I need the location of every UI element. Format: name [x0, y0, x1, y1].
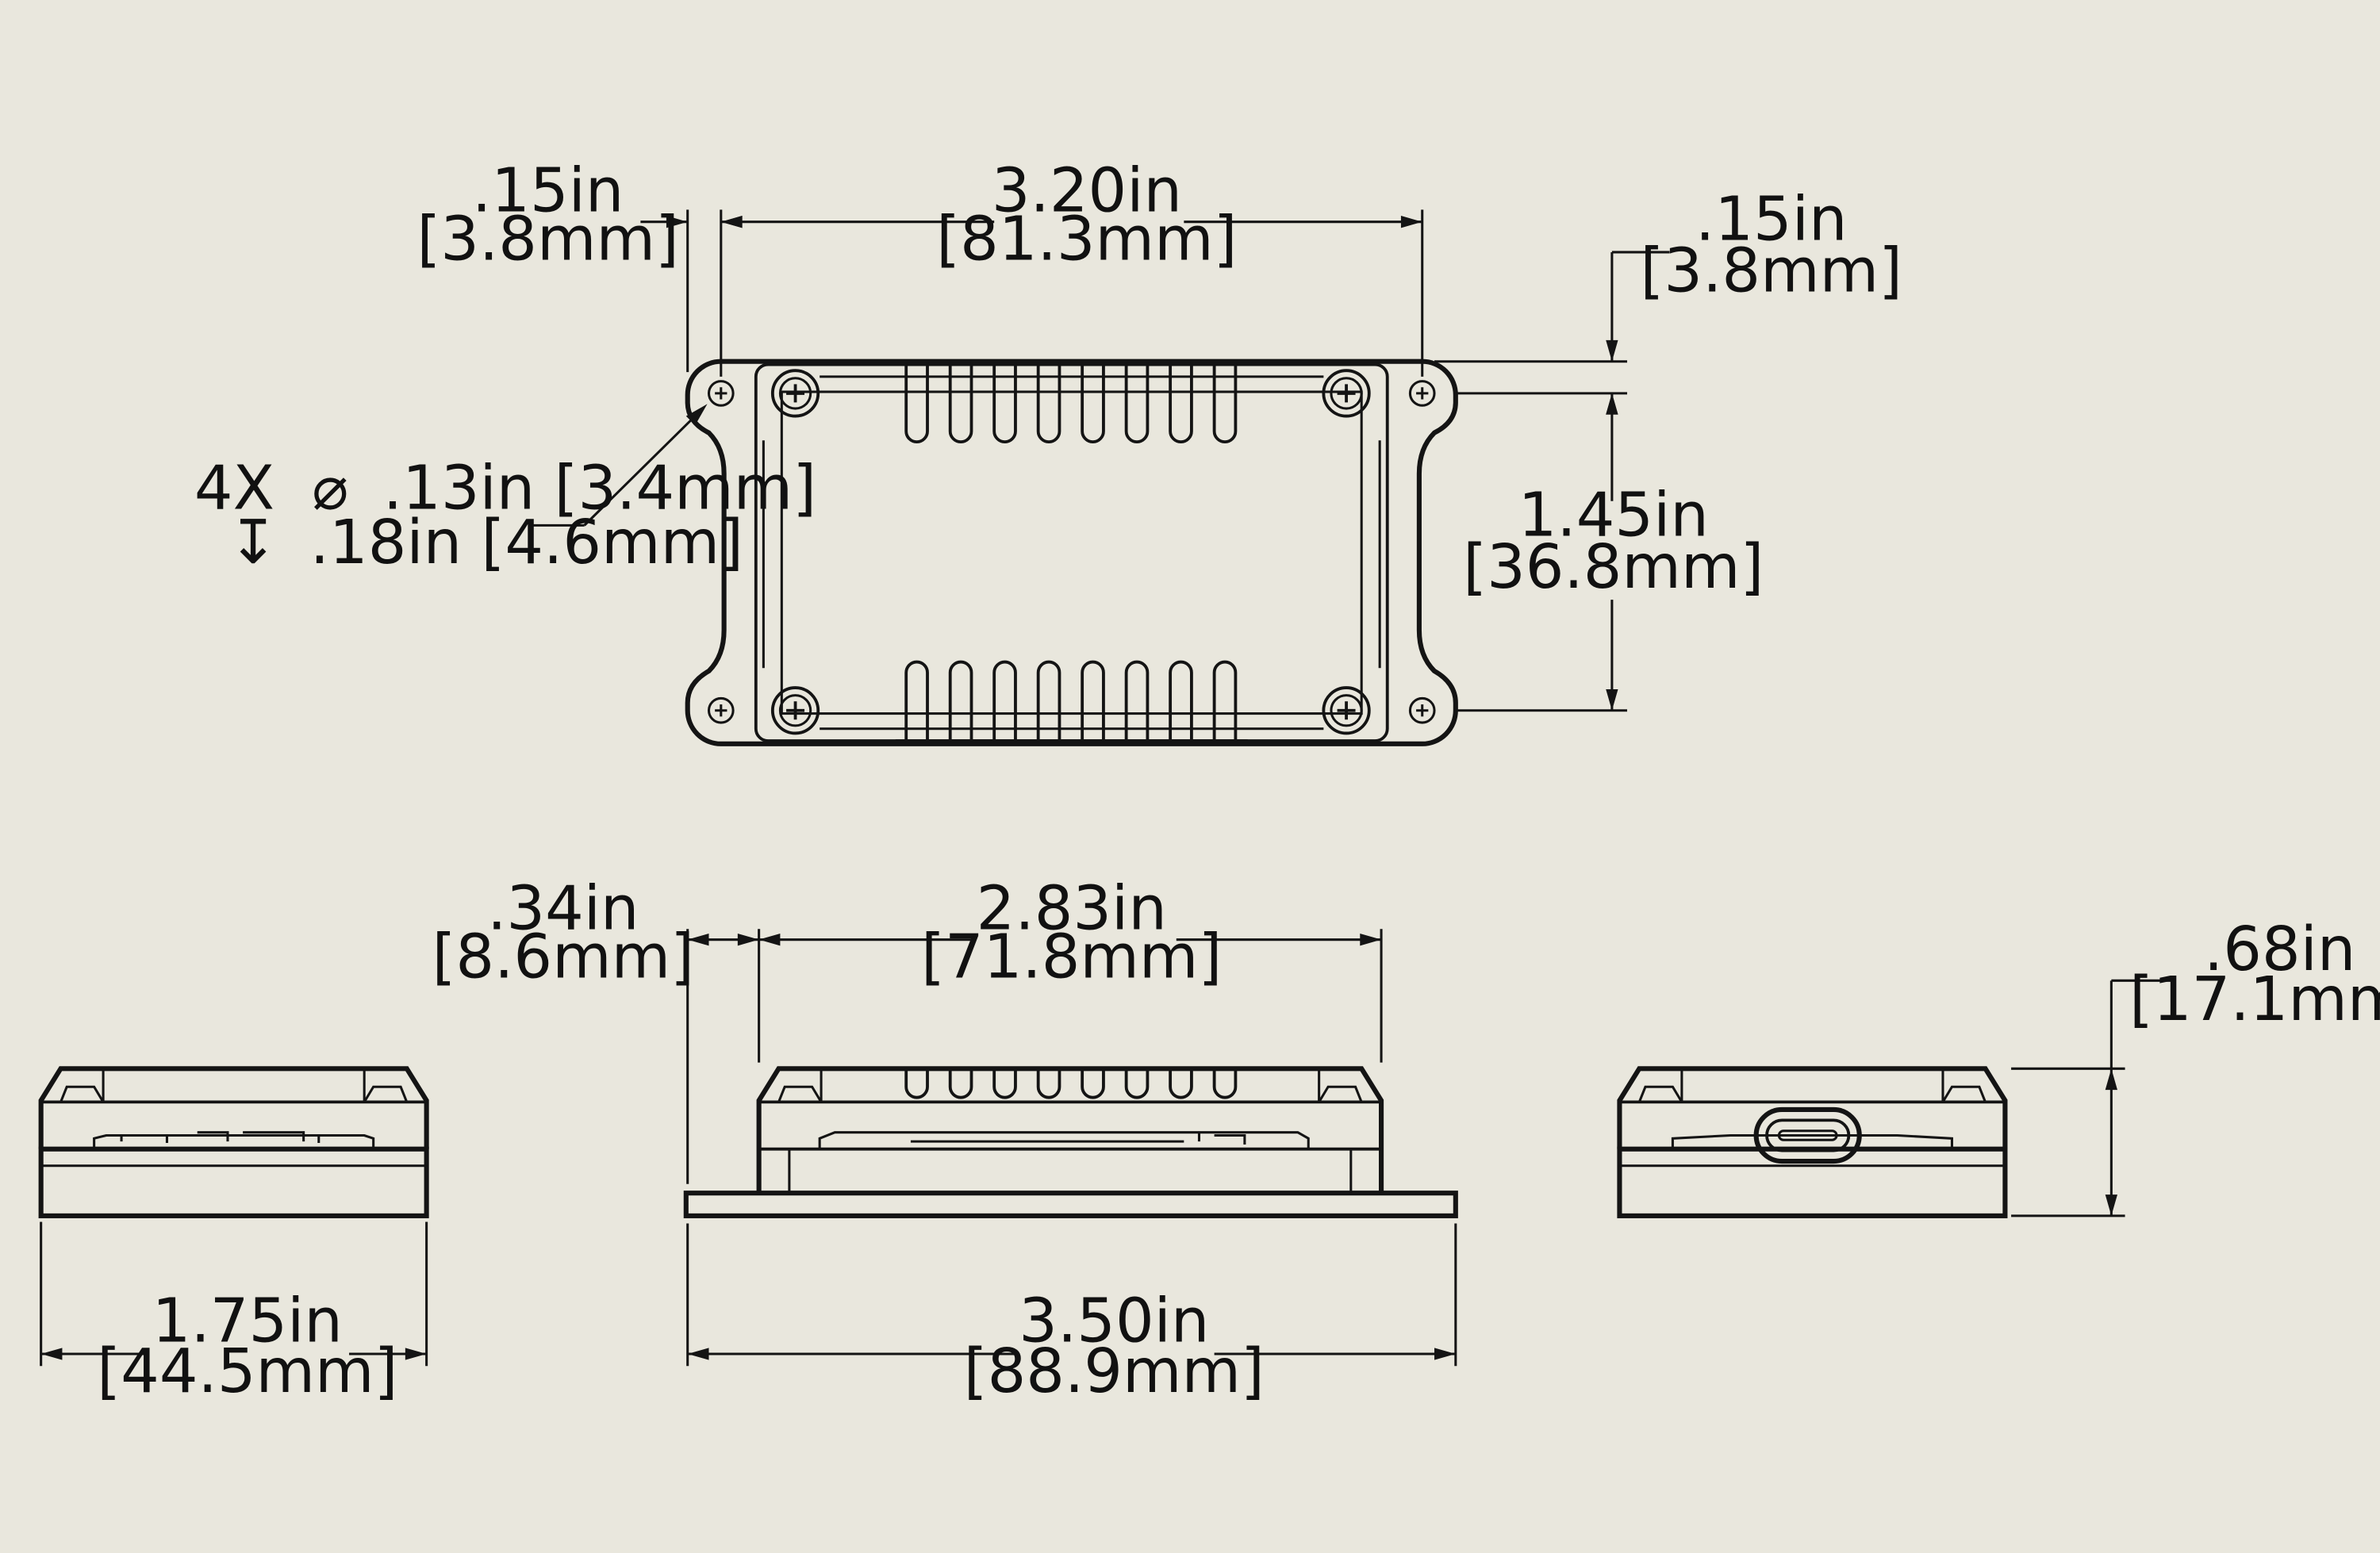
heatsink-fin — [1169, 660, 1193, 742]
top-heatsink-fins — [895, 362, 1248, 444]
dim-left-width: 1.75in [44.5mm] — [40, 1286, 427, 1407]
dim-left-width-in: 1.75in — [152, 1286, 343, 1357]
top-view: .15in [3.8mm] 3.20in [81.3mm] .15in [3.8… — [194, 155, 1902, 746]
hole-count: 4X — [194, 453, 274, 523]
heatsink-fin — [992, 660, 1017, 742]
heatsink-fin — [1124, 364, 1150, 444]
heatsink-fin — [992, 364, 1017, 444]
front-pcb-detail — [818, 1131, 1310, 1149]
dim-overall-width-mm: [88.9mm] — [964, 1336, 1265, 1407]
heatsink-fin — [1081, 1068, 1105, 1099]
heatsink-fin — [1212, 660, 1238, 742]
hole-callout: 4X ⌀ .13in [3.4mm] ↧ .18in [4.6mm] — [194, 404, 816, 578]
hole-diameter-mm: [3.4mm] — [555, 453, 816, 523]
dim-right-height-mm: [17.1mm] — [2129, 964, 2380, 1035]
dim-flange-height-in: .15in — [1695, 185, 1847, 255]
left-base — [38, 1146, 429, 1218]
heatsink-fin — [1124, 1068, 1150, 1099]
hole-depth-in: .18in — [310, 508, 462, 578]
dim-hole-spacing-x-mm: [81.3mm] — [936, 205, 1237, 275]
dim-body-width-mm: [71.8mm] — [921, 922, 1222, 993]
extension-lines — [686, 209, 1628, 712]
heatsink-fin — [1169, 364, 1193, 444]
extension-lines — [686, 929, 1457, 1367]
dim-flange-width-in: .15in — [472, 155, 624, 226]
dim-flange-offset-mm: [8.6mm] — [432, 922, 694, 993]
left-corner-feature — [60, 1085, 409, 1103]
heatsink-fin — [948, 1068, 973, 1099]
left-housing-top — [38, 1066, 429, 1149]
bottom-heatsink-fins — [895, 660, 1248, 742]
heatsink-fin — [1036, 1068, 1061, 1099]
screw-icon — [770, 686, 820, 735]
dim-hole-spacing-y: 1.45in [36.8mm] — [1463, 393, 1764, 711]
dim-overall-width-in: 3.50in — [1019, 1286, 1209, 1357]
left-side-view: 1.75in [44.5mm] — [38, 1066, 429, 1407]
heatsink-fin — [992, 1068, 1017, 1099]
dim-flange-height-mm: [3.8mm] — [1641, 236, 1902, 307]
dim-overall-width: 3.50in [88.9mm] — [687, 1286, 1456, 1407]
dim-body-width-in: 2.83in — [977, 873, 1167, 944]
mounting-hole-icon — [1408, 696, 1436, 724]
front-view: .34in [8.6mm] 2.83in [71.8mm] 3.50in [88… — [432, 873, 1458, 1407]
dim-hole-spacing-x: 3.20in [81.3mm] — [720, 155, 1422, 275]
heatsink-fin — [1212, 1068, 1238, 1099]
right-side-view: .68in [17.1mm] — [1617, 915, 2380, 1218]
usb-c-port-icon — [1753, 1106, 1862, 1164]
dim-right-height: .68in [17.1mm] — [2105, 915, 2380, 1216]
heatsink-fin — [1212, 364, 1238, 444]
screws — [770, 369, 1371, 735]
dim-flange-offset: .34in [8.6mm] — [432, 873, 759, 993]
svg-text:4X ⌀ .13in: 4X ⌀ .13in [3.4mm] — [194, 453, 816, 523]
dim-flange-width: .15in [3.8mm] — [416, 155, 743, 275]
heatsink-fin — [948, 364, 973, 444]
dim-flange-height: .15in [3.8mm] — [1606, 185, 1902, 415]
mounting-hole-icon — [707, 380, 735, 407]
heatsink-fin — [1036, 660, 1061, 742]
extension-lines — [40, 1221, 428, 1367]
extension-lines — [2011, 1067, 2125, 1217]
left-pcb-detail — [93, 1131, 375, 1149]
heatsink-fin — [948, 660, 973, 742]
dim-hole-spacing-y-in: 1.45in — [1518, 481, 1709, 551]
heatsink-fin — [1081, 364, 1105, 444]
front-housing — [756, 1066, 1384, 1194]
dim-hole-spacing-y-mm: [36.8mm] — [1463, 532, 1764, 603]
heatsink-fin — [1124, 660, 1150, 742]
right-housing-top — [1617, 1066, 2008, 1149]
heatsink-fin — [1081, 660, 1105, 742]
mounting-plate-outline — [685, 359, 1458, 746]
dim-hole-spacing-x-in: 3.20in — [992, 155, 1182, 226]
mounting-hole-icon — [1408, 380, 1436, 407]
diameter-symbol: ⌀ — [312, 453, 348, 523]
front-heatsink-fins — [904, 1068, 1238, 1099]
screw-icon — [1322, 369, 1371, 418]
heatsink-fin — [904, 660, 929, 742]
screw-icon — [770, 369, 820, 418]
right-corner-feature — [1637, 1085, 1987, 1103]
mounting-holes — [707, 380, 1436, 724]
heatsink-fin — [1169, 1068, 1193, 1099]
dim-right-height-in: .68in — [2204, 915, 2355, 985]
heatsink-fin — [1036, 364, 1061, 444]
depth-symbol: ↧ — [228, 508, 278, 578]
heatsink-fin — [904, 1068, 929, 1099]
screw-icon — [1322, 686, 1371, 735]
front-corner-feature — [777, 1068, 1363, 1103]
mounting-hole-icon — [707, 696, 735, 724]
housing-outer — [754, 362, 1389, 742]
hole-diameter-in: .13in — [383, 453, 535, 523]
dim-flange-offset-in: .34in — [487, 873, 639, 944]
svg-text:↧ .18in [4.6mm: ↧ .18in [4.6mm] — [228, 508, 743, 578]
front-flange-plate — [683, 1191, 1458, 1218]
heatsink-fin — [904, 364, 929, 444]
hole-depth-mm: [4.6mm] — [482, 508, 743, 578]
dim-body-width: 2.83in [71.8mm] — [758, 873, 1382, 993]
housing-inner — [780, 390, 1363, 715]
dim-left-width-mm: [44.5mm] — [97, 1336, 397, 1407]
housing-inner-detail — [762, 375, 1381, 730]
dim-flange-width-mm: [3.8mm] — [416, 205, 678, 275]
